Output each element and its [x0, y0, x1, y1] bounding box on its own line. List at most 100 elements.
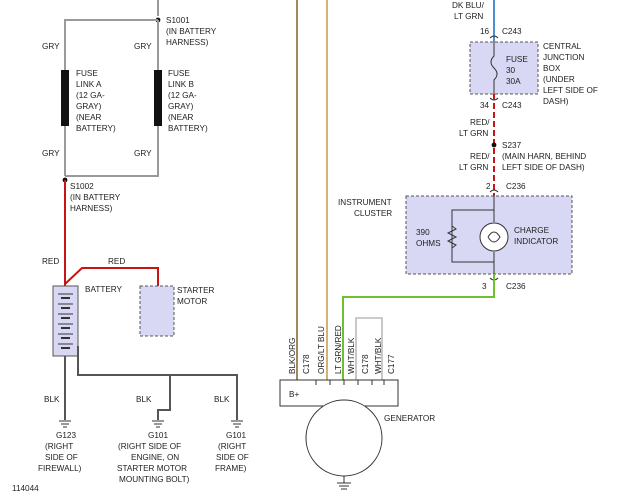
g101-frame-l1: G101: [226, 431, 246, 440]
fuse-30-l1: FUSE: [506, 55, 528, 64]
red-label-4: RED/: [470, 152, 490, 161]
ohms-l1: 390: [416, 228, 430, 237]
g101-engine-l4: STARTER MOTOR: [117, 464, 187, 473]
gry-label-1: GRY: [42, 42, 60, 51]
fuse-link-b-element: [154, 70, 162, 126]
red-wire-starter: [64, 267, 159, 286]
blk-wire-frame: [77, 346, 238, 420]
cluster-label-l1: INSTRUMENT: [338, 198, 392, 207]
g101-frame-l4: FRAME): [215, 464, 247, 473]
fuse-link-a-l5: (NEAR: [76, 113, 102, 122]
fuse-30: [469, 41, 539, 95]
c236-label-2: C236: [506, 282, 526, 291]
central-box-l4: (UNDER: [543, 75, 575, 84]
fuse-link-a-l3: (12 GA-: [76, 91, 105, 100]
ground-g101-frame: [231, 420, 243, 428]
figure-id: 114044: [12, 484, 39, 493]
g101-frame-l3: SIDE OF: [216, 453, 249, 462]
ohms-l2: OHMS: [416, 239, 441, 248]
generator-ground-icon: [337, 476, 351, 490]
instrument-cluster-section: INSTRUMENT CLUSTER 390 OHMS CHARGE INDIC…: [338, 195, 573, 291]
blk-label-2: BLK: [136, 395, 152, 404]
wht-blk-label-2: WHT/BLK: [374, 337, 383, 374]
fuse-link-a-l1: FUSE: [76, 69, 98, 78]
blk-label-3: BLK: [214, 395, 230, 404]
s1001-label: S1001: [166, 16, 190, 25]
fuse-link-section: S1001 (IN BATTERY HARNESS) GRY GRY GRY G…: [42, 0, 217, 213]
connector-pins: [315, 380, 385, 385]
junction-box-section: DK BLU/ LT GRN 16 C243 FUSE 30 30A CENTR…: [452, 0, 598, 196]
fuse-link-a-element: [61, 70, 69, 126]
fuse-element-icon: [490, 42, 498, 94]
c177-label: C177: [387, 354, 396, 374]
g101-engine-l5: MOUNTING BOLT): [119, 475, 190, 484]
blk-label-1: BLK: [44, 395, 60, 404]
gry-label-2: GRY: [134, 42, 152, 51]
dk-blu-label: DK BLU/: [452, 1, 485, 10]
generator-label: GENERATOR: [384, 414, 435, 423]
battery-cells: [58, 293, 73, 349]
lt-grn-label-2: LT GRN: [459, 129, 488, 138]
charge-indicator-l1: CHARGE: [514, 226, 550, 235]
lt-grn-red-wire: [342, 290, 495, 380]
lt-grn-label-3: LT GRN: [459, 163, 488, 172]
g123-l3: SIDE OF: [45, 453, 78, 462]
g101-engine-l2: (RIGHT SIDE OF: [118, 442, 181, 451]
resistor-390-ohms-icon: [446, 225, 458, 249]
c178-label-2: C178: [361, 354, 370, 374]
pin34-label: 34: [480, 101, 490, 110]
g101-engine-l1: G101: [148, 431, 168, 440]
battery-label: BATTERY: [85, 285, 123, 294]
wht-blk-label-1: WHT/BLK: [347, 337, 356, 374]
g101-frame-l2: (RIGHT: [218, 442, 246, 451]
s1002-note-2: HARNESS): [70, 204, 113, 213]
b-plus-label: B+: [289, 390, 299, 399]
lamp-filament-icon: [487, 231, 501, 243]
fuse-30-l2: 30: [506, 66, 516, 75]
s1002-note-1: (IN BATTERY: [70, 193, 121, 202]
c178-label-1: C178: [302, 354, 311, 374]
central-box-l5: LEFT SIDE OF: [543, 86, 598, 95]
pin2-label: 2: [486, 182, 491, 191]
wht-blk-loop-wire: [355, 317, 383, 380]
gry-label-4: GRY: [134, 149, 152, 158]
c236-label-1: C236: [506, 182, 526, 191]
starter-motor-l1: STARTER: [177, 286, 215, 295]
c243-label-2: C243: [502, 101, 522, 110]
ground-g101-engine-symbol: [152, 420, 164, 428]
red-label-2: RED: [108, 257, 125, 266]
lt-grn-label: LT GRN: [454, 12, 483, 21]
generator-section: BLK/ORG C178 ORG/LT BLU LT GRN/RED WHT/B…: [279, 0, 495, 490]
blk-org-label: BLK/ORG: [288, 338, 297, 374]
s237-label: S237: [502, 141, 522, 150]
battery-section: RED RED BATTERY STARTER MOTOR BLK BLK BL…: [12, 180, 249, 493]
battery: [52, 285, 79, 357]
cluster-label-l2: CLUSTER: [354, 209, 392, 218]
s1002-label: S1002: [70, 182, 94, 191]
charge-indicator-l2: INDICATOR: [514, 237, 558, 246]
central-box-l1: CENTRAL: [543, 42, 582, 51]
s1001-note-2: HARNESS): [166, 38, 209, 47]
fuse-link-b-l2: LINK B: [168, 80, 194, 89]
c243-label-1: C243: [502, 27, 522, 36]
pin16-label: 16: [480, 27, 490, 36]
g123-l1: G123: [56, 431, 76, 440]
c243-connector-top-icon: [489, 35, 499, 39]
splice-s237: [491, 142, 497, 148]
s237-note-2: LEFT SIDE OF DASH): [502, 163, 585, 172]
ground-g101-frame-symbol: [231, 420, 243, 428]
central-box-l3: BOX: [543, 64, 561, 73]
blk-wire-engine: [157, 375, 171, 420]
ground-g123: [59, 420, 71, 428]
fuse-link-b-l5: (NEAR: [168, 113, 194, 122]
lt-grn-red-label: LT GRN/RED: [334, 325, 343, 374]
g123-l4: FIREWALL): [38, 464, 82, 473]
fuse-link-a-l2: LINK A: [76, 80, 102, 89]
resistor-branch-wire: [451, 196, 495, 274]
c236-connector-top-icon: [489, 189, 499, 193]
g101-engine-l3: ENGINE, ON: [131, 453, 179, 462]
starter-motor: [139, 285, 175, 337]
ground-g123-symbol: [59, 420, 71, 428]
